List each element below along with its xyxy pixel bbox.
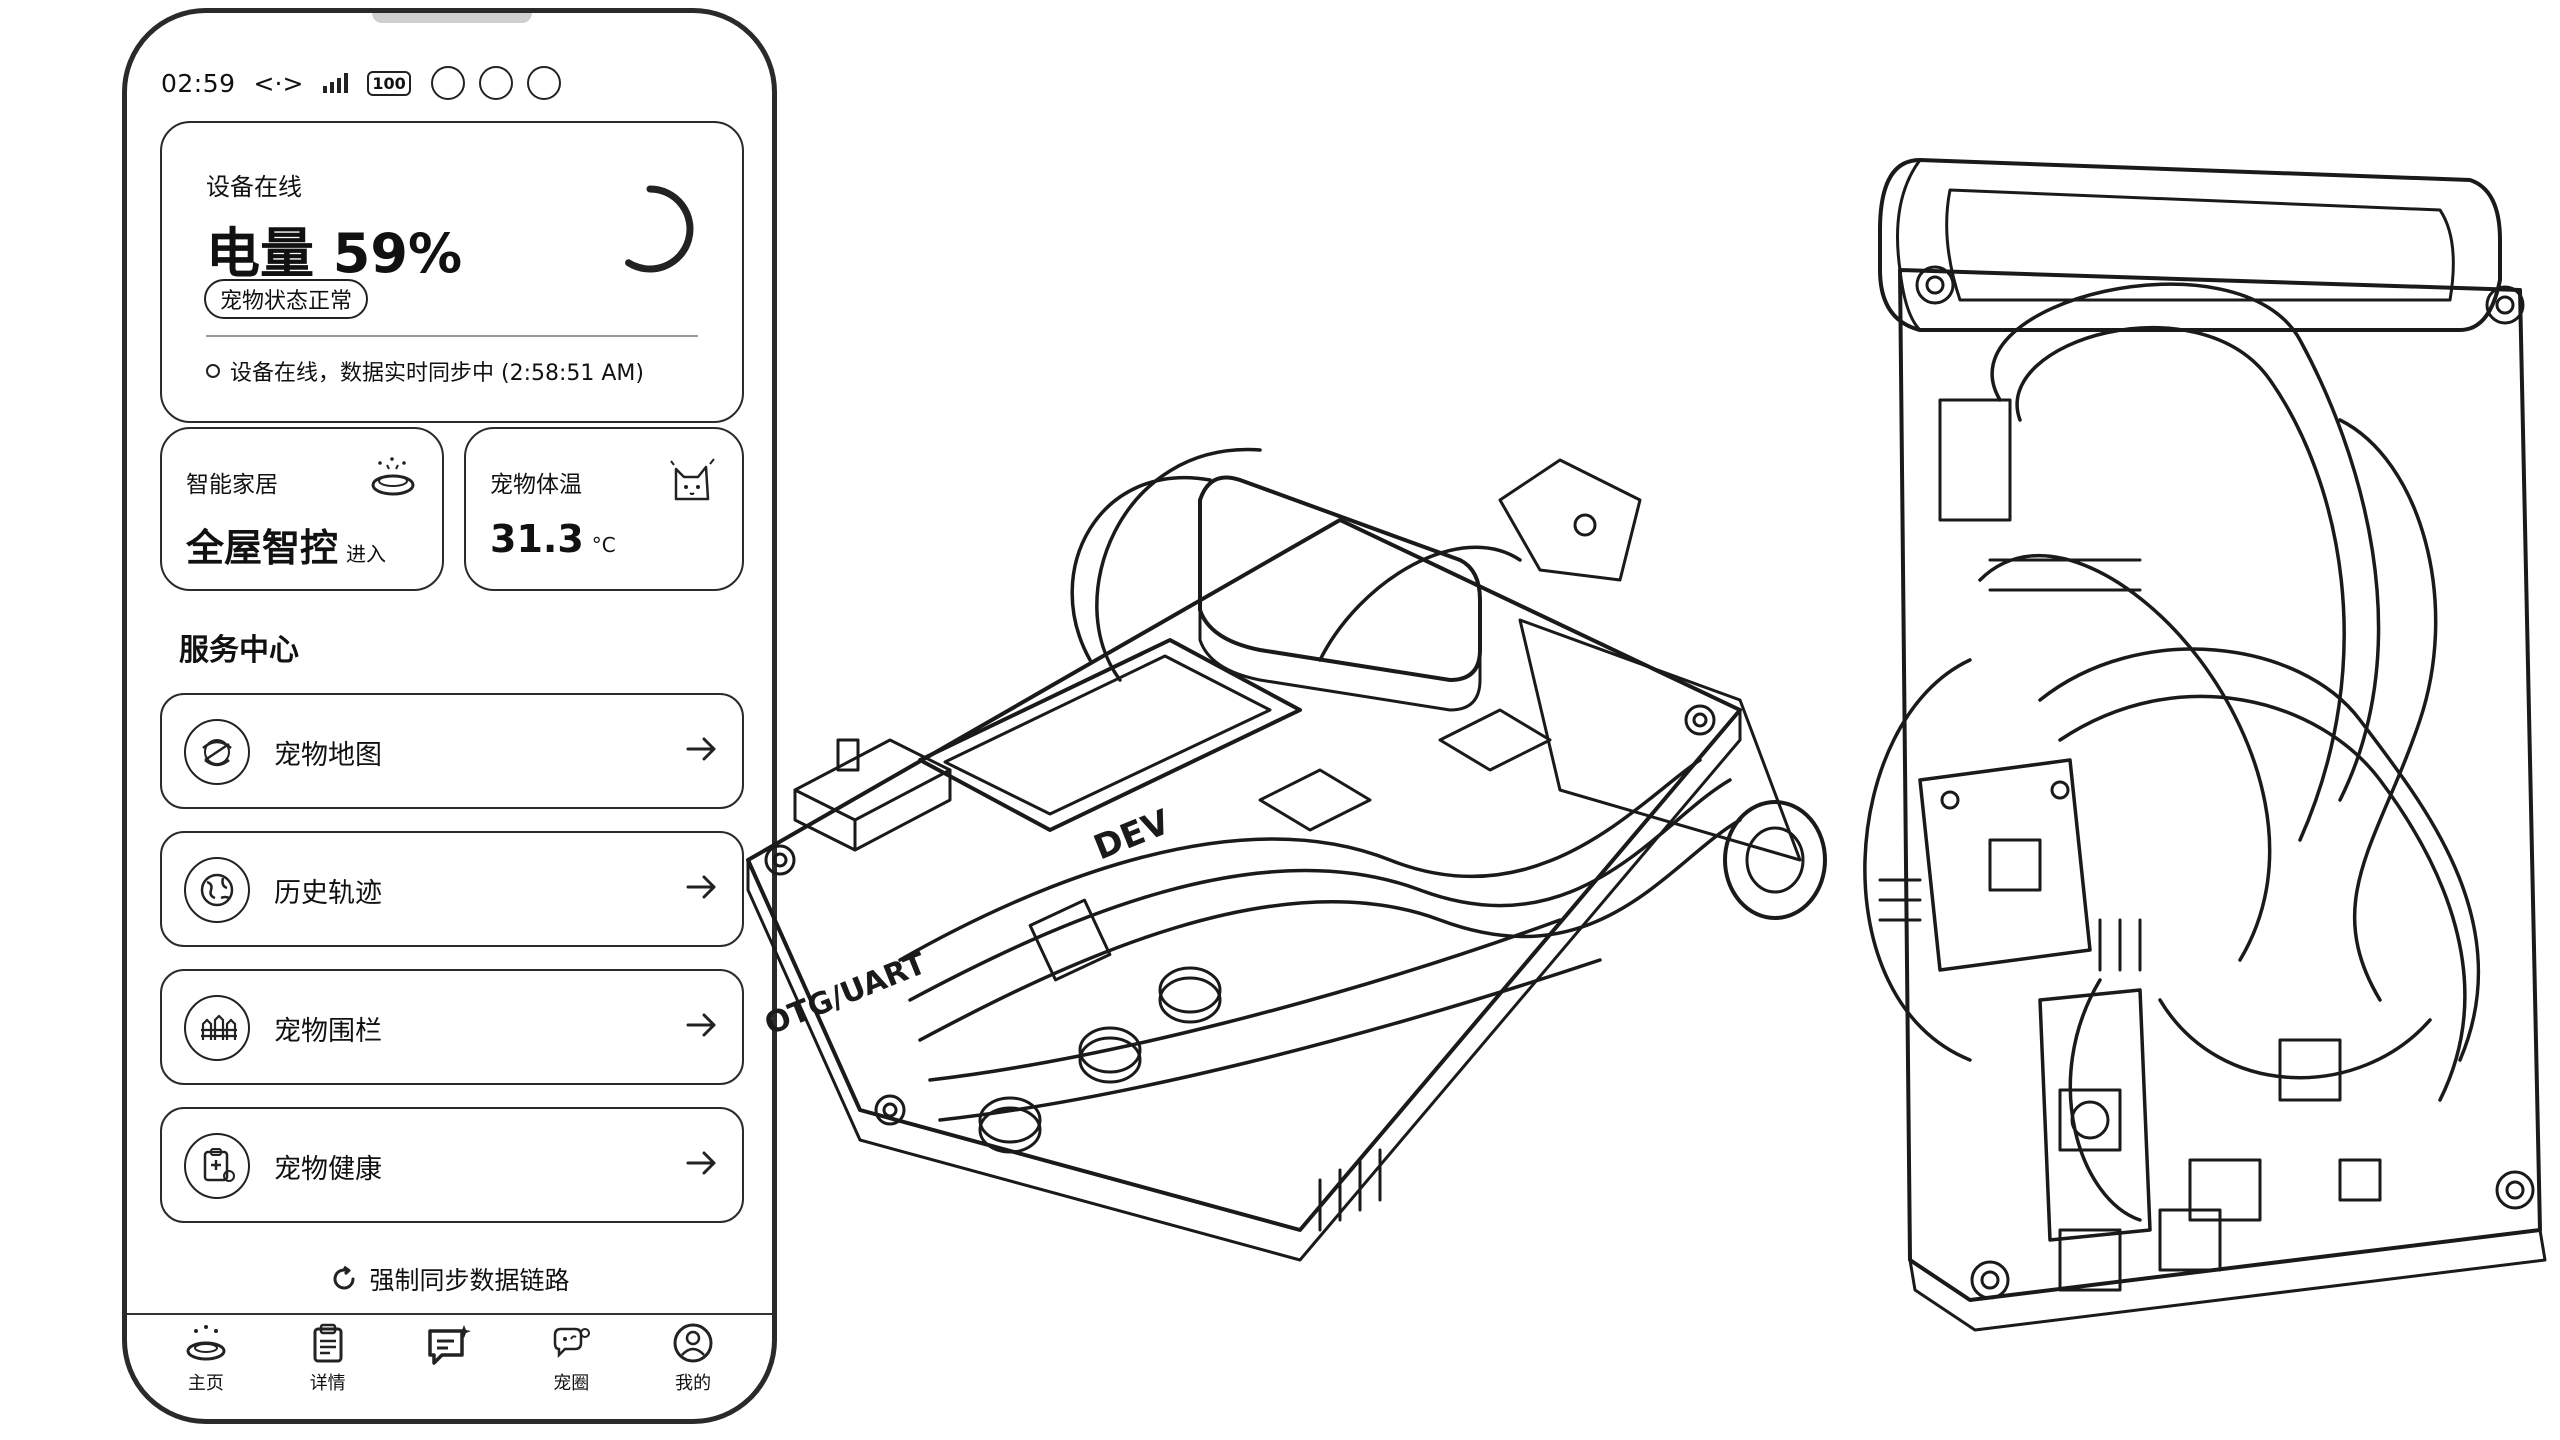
community-icon bbox=[554, 1327, 591, 1359]
sync-status-text: 设备在线，数据实时同步中 (2:58:51 AM) bbox=[230, 361, 644, 386]
battery-indicator: 100 bbox=[367, 70, 411, 96]
nav-item-details[interactable]: 详情 bbox=[278, 1321, 378, 1401]
globe-icon bbox=[184, 857, 250, 923]
service-item-pet-fence[interactable]: 宠物围栏 bbox=[160, 969, 744, 1085]
nav-label: 我的 bbox=[675, 1373, 712, 1394]
fence-icon bbox=[184, 995, 250, 1061]
battery-ring-icon bbox=[625, 185, 694, 273]
pet-temperature-label: 宠物体温 bbox=[490, 472, 582, 498]
service-item-pet-health[interactable]: 宠物健康 bbox=[160, 1107, 744, 1223]
nav-label: 详情 bbox=[309, 1373, 346, 1394]
smart-home-title: 全屋智控 bbox=[186, 526, 339, 570]
signal-icon bbox=[323, 73, 349, 93]
device-online-label: 设备在线 bbox=[206, 173, 302, 201]
status-time: 02:59 bbox=[161, 68, 236, 98]
nav-label: 主页 bbox=[187, 1373, 224, 1394]
smart-home-label: 智能家居 bbox=[186, 472, 278, 498]
bottom-nav: 主页 详情 宠圈 我的 bbox=[127, 1321, 772, 1401]
arrow-right-icon bbox=[686, 1013, 716, 1037]
otg-label: OTG/UART bbox=[760, 946, 932, 1042]
force-sync-button[interactable]: 强制同步数据链路 bbox=[127, 1261, 772, 1297]
service-item-label: 历史轨迹 bbox=[274, 878, 382, 909]
sync-status: 设备在线，数据实时同步中 (2:58:51 AM) bbox=[206, 355, 644, 387]
cat-icon bbox=[670, 458, 715, 501]
map-icon bbox=[184, 719, 250, 785]
temperature-unit: °C bbox=[591, 533, 616, 557]
chat-icon bbox=[428, 1325, 472, 1365]
arrow-right-icon bbox=[686, 1151, 716, 1175]
temperature-number: 31.3 bbox=[490, 517, 584, 561]
status-circle-icon bbox=[430, 66, 465, 100]
status-dot-icon bbox=[206, 364, 220, 378]
nav-divider bbox=[127, 1313, 772, 1315]
right-circuit-board bbox=[1863, 158, 2547, 1332]
smart-home-card[interactable]: 智能家居 全屋智控进入 bbox=[160, 427, 444, 591]
service-item-label: 宠物围栏 bbox=[274, 1016, 382, 1047]
service-center-title: 服务中心 bbox=[179, 633, 299, 668]
service-item-label: 宠物地图 bbox=[274, 740, 382, 771]
status-circle-icon bbox=[526, 66, 561, 100]
smart-home-enter[interactable]: 进入 bbox=[346, 542, 387, 566]
force-sync-label: 强制同步数据链路 bbox=[369, 1266, 570, 1295]
pet-temperature-card[interactable]: 宠物体温 31.3 °C bbox=[464, 427, 744, 591]
device-status-card[interactable]: 设备在线 电量 59% 宠物状态正常 设备在线，数据实时同步中 (2:58:51… bbox=[160, 121, 744, 423]
battery-value: 电量 59% bbox=[206, 222, 463, 285]
clipboard-icon bbox=[313, 1323, 343, 1363]
nav-item-community[interactable]: 宠圈 bbox=[521, 1321, 621, 1401]
phone-notch bbox=[372, 13, 532, 23]
refresh-icon bbox=[334, 1265, 355, 1290]
robot-vacuum-icon bbox=[371, 457, 415, 496]
phone-frame: 02:59 <·> 100 设备在线 电量 59% 宠物状态正常 设备在线，数据… bbox=[122, 8, 777, 1424]
smart-home-value: 全屋智控进入 bbox=[186, 517, 386, 572]
service-item-history-track[interactable]: 历史轨迹 bbox=[160, 831, 744, 947]
data-transfer-icon: <·> bbox=[253, 68, 304, 98]
service-item-label: 宠物健康 bbox=[274, 1154, 382, 1185]
card-divider bbox=[206, 335, 698, 337]
status-circles bbox=[430, 66, 561, 100]
home-icon bbox=[186, 1325, 226, 1361]
left-circuit-board: OTG/UART DEV bbox=[746, 447, 1827, 1262]
nav-item-profile[interactable]: 我的 bbox=[643, 1321, 743, 1401]
pet-temperature-value: 31.3 °C bbox=[490, 517, 616, 561]
health-icon bbox=[184, 1133, 250, 1199]
arrow-right-icon bbox=[686, 737, 716, 761]
status-bar: 02:59 <·> 100 bbox=[161, 59, 561, 107]
service-item-pet-map[interactable]: 宠物地图 bbox=[160, 693, 744, 809]
status-circle-icon bbox=[478, 66, 513, 100]
nav-item-chat[interactable] bbox=[399, 1321, 499, 1401]
pet-status-badge: 宠物状态正常 bbox=[204, 279, 369, 319]
arrow-right-icon bbox=[686, 875, 716, 899]
nav-item-home[interactable]: 主页 bbox=[156, 1321, 256, 1401]
profile-icon bbox=[673, 1323, 713, 1363]
nav-label: 宠圈 bbox=[553, 1373, 590, 1394]
hardware-illustration: OTG/UART DEV bbox=[746, 158, 2547, 1332]
